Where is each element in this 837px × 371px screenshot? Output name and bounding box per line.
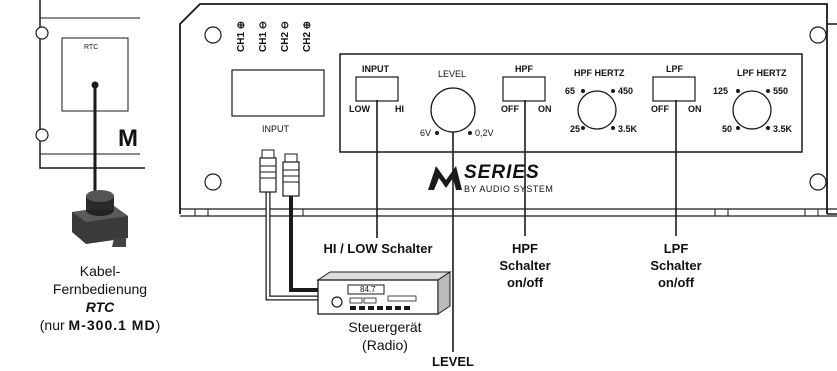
caption-rtc-model-line: (nur M-300.1 MD) [20, 316, 180, 334]
level-title: LEVEL [438, 69, 467, 79]
caption-rtc-italic: RTC [85, 299, 115, 315]
callout-lpf: LPF Schalter on/off [636, 240, 716, 291]
hpf-hertz-title: HPF HERTZ [574, 68, 625, 78]
callout-hi-low-switch: HI / LOW Schalter [323, 241, 433, 256]
lpf-hertz-title: LPF HERTZ [737, 68, 787, 78]
hpf-hertz-450: 450 [618, 86, 634, 96]
level-min: 6V [420, 128, 432, 138]
input-switch-hi: HI [395, 104, 404, 114]
terminal-ch1-minus: CH1 ⊖ [258, 20, 269, 52]
hpf-switch-off: OFF [501, 104, 519, 114]
callout-lines [376, 100, 677, 352]
rtc-label: RTC [84, 44, 99, 51]
callout-lpf-line2: Schalter [650, 258, 702, 273]
brand-series: SERIES [464, 162, 540, 183]
hpf-switch-title: HPF [515, 64, 533, 74]
callout-hpf-line1: HPF [512, 241, 538, 256]
callout-level: LEVEL [432, 354, 474, 369]
head-unit-radio [316, 271, 452, 315]
lpf-hertz-550: 550 [773, 86, 789, 96]
callout-hpf-line3: on/off [506, 275, 544, 290]
hpf-hertz-65: 65 [565, 86, 576, 96]
callout-hpf: HPF Schalter on/off [485, 240, 565, 291]
caption-rtc-line1: Kabel- [79, 263, 121, 279]
caption-rtc-model: M-300.1 MD [68, 317, 156, 333]
lpf-hertz-125: 125 [713, 86, 729, 96]
caption-rtc-model-prefix: (nur [39, 317, 69, 333]
terminal-ch1-plus: CH1 ⊕ [236, 20, 247, 52]
radio-display: 84.7 [360, 285, 376, 294]
terminal-ch2-minus: CH2 ⊖ [280, 20, 291, 52]
input-switch-title: INPUT [362, 64, 389, 74]
hpf-switch-on: ON [538, 104, 552, 114]
hpf-hertz-3-5k: 3.5K [618, 124, 638, 134]
hpf-hertz-25: 25 [570, 124, 581, 134]
lpf-switch-title: LPF [666, 64, 683, 74]
lpf-hertz-50: 50 [722, 124, 733, 134]
m-series-logo-mark [428, 166, 462, 190]
callout-hpf-line2: Schalter [499, 258, 551, 273]
level-max: 0,2V [475, 128, 494, 138]
input-switch-low: LOW [349, 104, 370, 114]
lpf-switch-on: ON [688, 104, 702, 114]
caption-steuergeraet: Steuergerät (Radio) [325, 318, 445, 354]
rtc-logo-fragment: M [118, 125, 138, 152]
lpf-hertz-3-5k: 3.5K [773, 124, 793, 134]
caption-rtc: Kabel- Fernbedienung RTC (nur M-300.1 MD… [20, 262, 180, 334]
rtc-remote-device [72, 190, 128, 247]
terminal-ch2-plus: CH2 ⊕ [302, 20, 313, 52]
caption-steuergeraet-line1: Steuergerät [348, 319, 422, 335]
brand-subtitle: BY AUDIO SYSTEM [464, 184, 554, 194]
lpf-switch-off: OFF [651, 104, 669, 114]
input-label: INPUT [262, 124, 289, 134]
callout-lpf-line3: on/off [657, 275, 695, 290]
amplifier-panel [179, 3, 837, 217]
caption-steuergeraet-line2: (Radio) [362, 337, 408, 353]
caption-rtc-model-suffix: ) [155, 317, 161, 333]
caption-rtc-line2: Fernbedienung [52, 281, 148, 297]
rca-cables [259, 149, 318, 301]
callout-lpf-line1: LPF [663, 241, 689, 256]
